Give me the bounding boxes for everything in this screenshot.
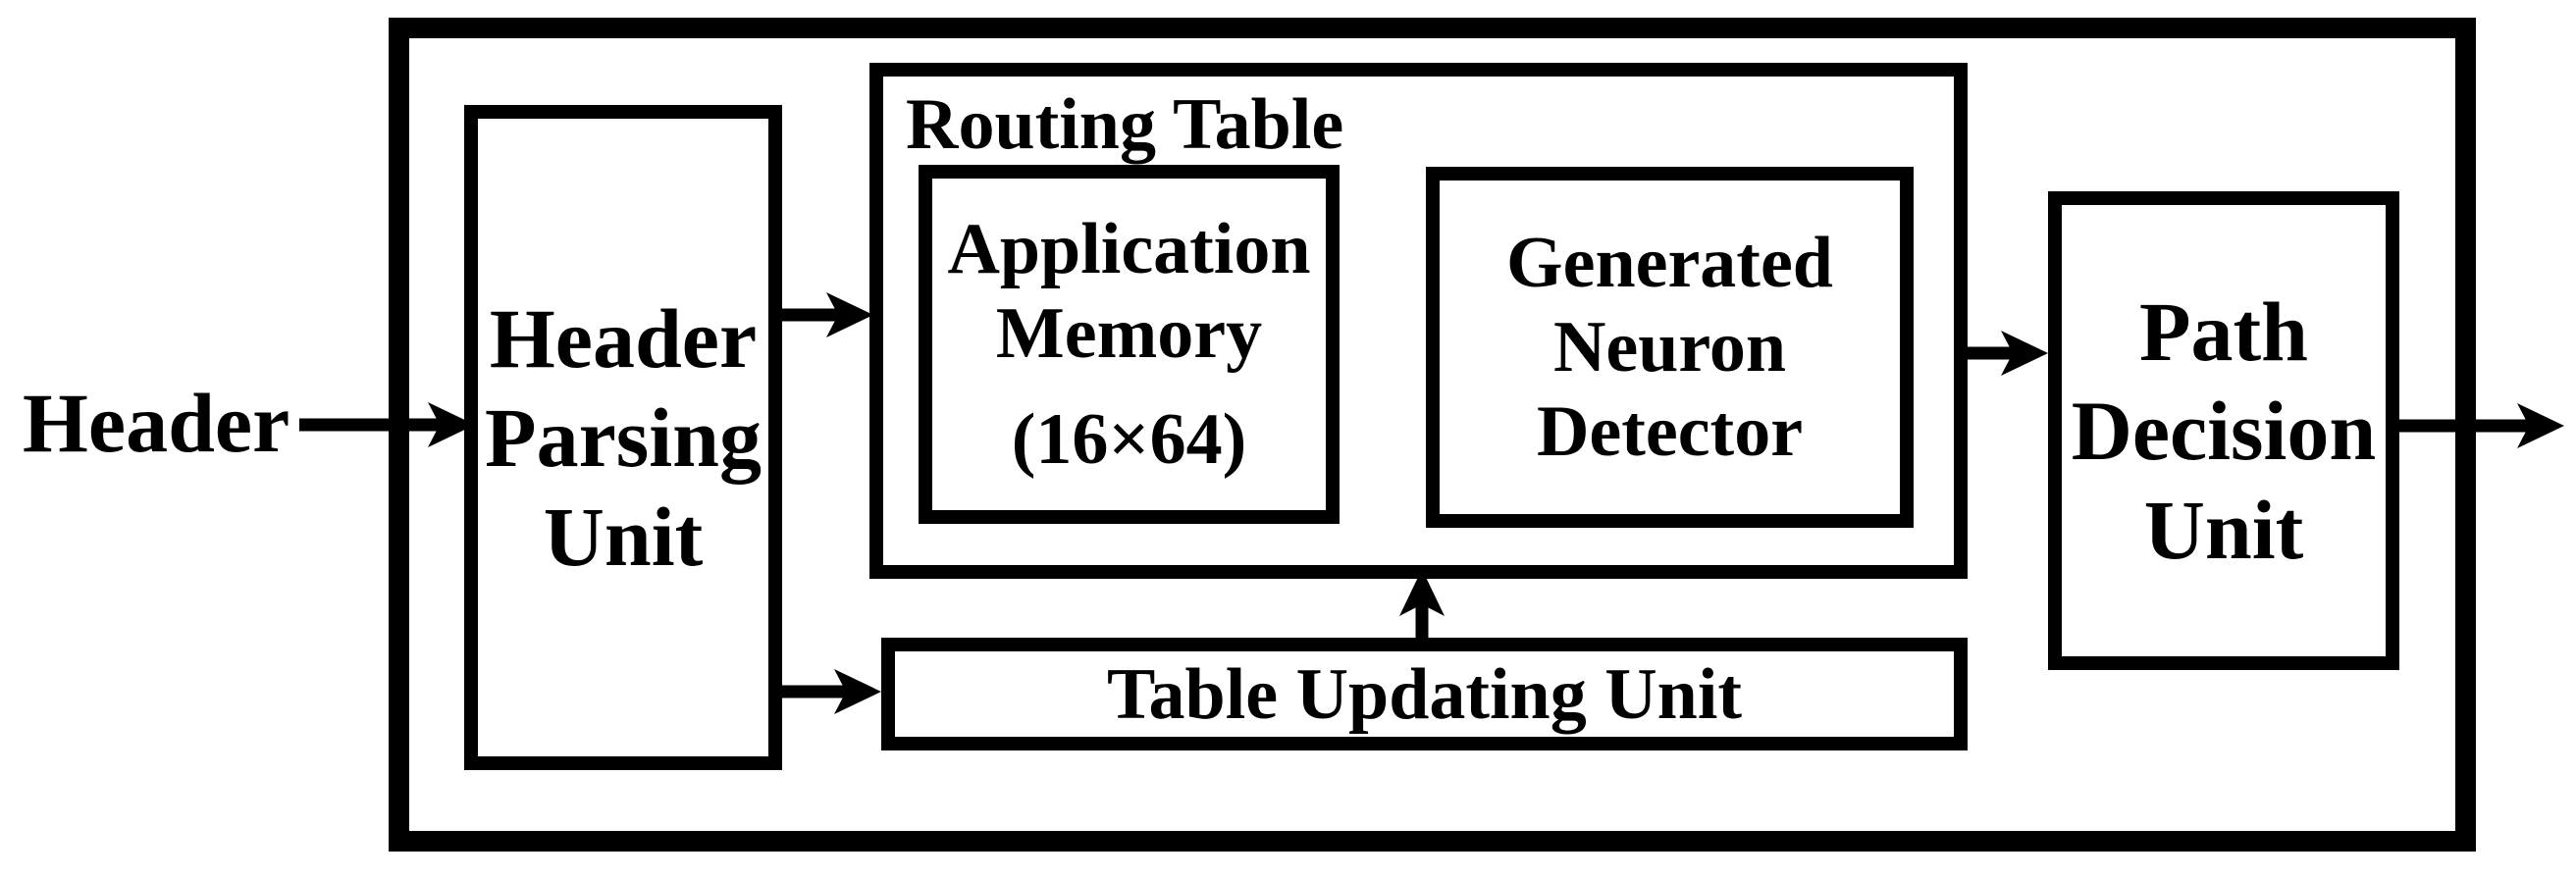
path-decision-unit-box: Path Decision Unit	[2048, 191, 2399, 670]
application-memory-label-line: Application	[947, 209, 1311, 289]
generated-neuron-detector-label-line: Neuron	[1552, 307, 1787, 388]
router-outer-box	[389, 18, 2476, 852]
routing-table-label: Routing Table	[906, 84, 1344, 165]
header-parsing-unit-box: Header Parsing Unit	[464, 105, 782, 770]
path-decision-unit-label-line: Decision	[2071, 383, 2377, 478]
generated-neuron-detector-label-line: Generated	[1506, 223, 1833, 303]
header-parsing-unit-label-line: Unit	[543, 489, 704, 584]
table-updating-unit-label: Table Updating Unit	[1106, 653, 1743, 735]
application-memory-label-line: Memory	[995, 293, 1263, 374]
routing-table-box: Routing Table Application Memory (16×64)…	[869, 63, 1968, 579]
path-decision-unit-label-line: Path	[2139, 284, 2308, 379]
header-parsing-unit-label-line: Header	[489, 290, 758, 386]
header-input-label: Header	[23, 376, 290, 470]
application-memory-size-label: (16×64)	[1011, 399, 1247, 480]
application-memory-box: Application Memory (16×64)	[919, 165, 1340, 524]
path-decision-unit-label-line: Unit	[2143, 482, 2304, 577]
table-updating-unit-box: Table Updating Unit	[881, 638, 1968, 750]
generated-neuron-detector-label-line: Detector	[1536, 391, 1804, 472]
header-parsing-unit-label-line: Parsing	[485, 389, 762, 485]
generated-neuron-detector-box: Generated Neuron Detector	[1426, 167, 1914, 528]
